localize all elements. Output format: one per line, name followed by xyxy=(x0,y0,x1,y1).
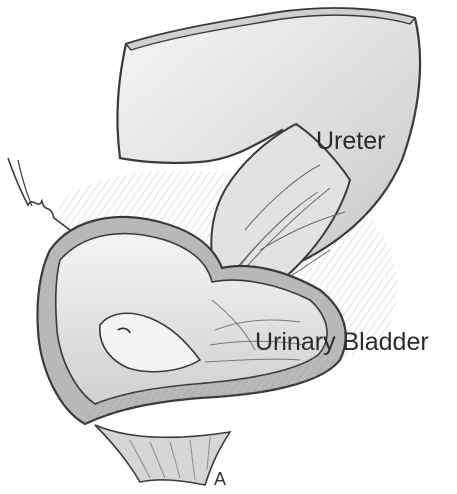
bladder-neck xyxy=(95,425,230,485)
ureter-label: Ureter xyxy=(316,129,385,154)
panel-label: A xyxy=(214,470,226,488)
urinary-bladder-label: Urinary Bladder xyxy=(255,330,429,355)
